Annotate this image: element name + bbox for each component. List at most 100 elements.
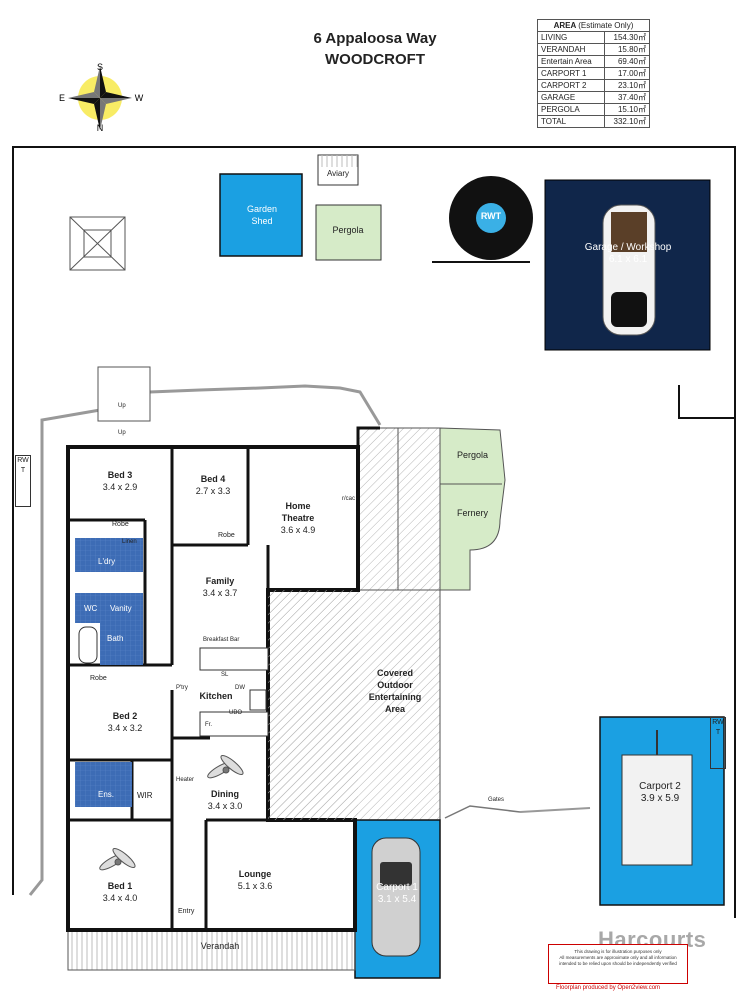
ceiling-fan-icon [207, 754, 244, 779]
verandah [67, 929, 356, 971]
compass-w: W [135, 93, 144, 103]
ubo-label: UBO [229, 710, 243, 716]
area-value: 332.10㎡ [603, 115, 650, 128]
garden-pergola-label: Pergola [332, 225, 364, 235]
garden-fence [28, 384, 382, 896]
property-boundary [12, 146, 736, 918]
dining-label: Dining 3.4 x 3.0 [190, 788, 260, 812]
disclaimer-box: This drawing is for illustration purpose… [548, 944, 688, 984]
family-size: 3.4 x 3.7 [202, 588, 238, 598]
carport1-size: 3.1 x 5.4 [377, 894, 417, 905]
robe-label-1: Robe [112, 521, 129, 528]
rwt-left: RWT [15, 455, 31, 507]
house-pergola-label: Pergola [456, 450, 489, 460]
house-pergola [439, 427, 506, 591]
carport1-name: Carport 1 [376, 882, 418, 893]
dining-name: Dining [211, 789, 239, 799]
bath-floor [100, 623, 143, 665]
linen-label: Linen [122, 539, 137, 545]
theatre-name: Home [285, 501, 311, 511]
bed1-size: 3.4 x 4.0 [102, 893, 138, 903]
boat-icon [602, 204, 656, 336]
property-address: 6 Appaloosa Way [313, 30, 437, 47]
bed4-size: 2.7 x 3.3 [195, 486, 231, 496]
rcac-label: r/cac [342, 496, 356, 502]
rainwater-tank-cap [476, 203, 506, 233]
family-label: Family 3.4 x 3.7 [180, 575, 260, 599]
bed2-name: Bed 2 [112, 711, 138, 721]
garage-name: Garage / Workshop [584, 242, 672, 253]
heater-label: Heater [176, 777, 195, 783]
disclaimer-line3: intended to be relied upon should be ind… [559, 961, 677, 966]
pantry-label: P'try [176, 685, 188, 691]
shed-name: Garden [246, 204, 278, 214]
area-title: AREA [553, 21, 576, 30]
compass-rose-icon [68, 66, 132, 130]
wc-vanity-floor [75, 593, 143, 623]
outdoor-line2: Outdoor [377, 680, 413, 690]
theatre-name2: Theatre [281, 513, 315, 523]
sink-icon [249, 689, 267, 711]
aviary-label: Aviary [326, 169, 350, 178]
garage-size: 6.1 x 6.1 [608, 254, 648, 265]
bed2-size: 3.4 x 3.2 [107, 723, 143, 733]
credit-text: Floorplan produced by Open2view.com [556, 985, 661, 991]
area-subtitle: (Estimate Only) [578, 21, 634, 30]
side-fence [519, 807, 591, 813]
robe-label-2: Robe [218, 532, 235, 539]
gates-label: Gates [488, 797, 505, 803]
gazebo-icon [69, 216, 126, 271]
family-name: Family [205, 576, 235, 586]
aviary-mesh [318, 155, 358, 167]
gates-line [444, 805, 521, 819]
compass-s: S [97, 62, 103, 72]
walkway-edge [356, 426, 380, 447]
laundry-floor [75, 538, 143, 572]
fernery-label: Fernery [456, 508, 488, 518]
outdoor-line4: Area [384, 704, 405, 714]
disclaimer-line1: This drawing is for illustration purpose… [574, 949, 662, 954]
walkway-2 [397, 427, 441, 591]
kitchen-label: Kitchen [199, 691, 233, 701]
bed4-name: Bed 4 [200, 474, 226, 484]
sl-label: SL [221, 672, 229, 678]
laundry-label: L'dry [98, 557, 116, 566]
lounge-name: Lounge [238, 869, 272, 879]
theatre-size: 3.6 x 4.9 [280, 525, 316, 535]
dw-label: DW [235, 685, 245, 691]
bed3-name: Bed 3 [107, 470, 133, 480]
carport2-name: Carport 2 [639, 781, 681, 792]
up-label-2: Up [118, 430, 126, 436]
garden-pergola [315, 204, 382, 261]
wc-label: WC [84, 604, 98, 613]
outdoor-line1: Covered [376, 668, 413, 678]
bath-label: Bath [107, 634, 124, 643]
bathtub-icon [78, 626, 98, 664]
disclaimer-line2: All measurements are approximate only an… [559, 955, 677, 960]
breakfast-bar [199, 647, 269, 671]
interior-walls [68, 447, 270, 930]
boundary-inner-wall [678, 385, 735, 419]
bed3-size: 3.4 x 2.9 [102, 482, 138, 492]
up-label-1: Up [118, 403, 126, 409]
bed2-label: Bed 2 3.4 x 3.2 [85, 710, 165, 734]
ceiling-fan-icon [99, 847, 136, 871]
dining-size: 3.4 x 3.0 [207, 801, 243, 811]
carport2-size: 3.9 x 5.9 [640, 793, 680, 804]
entry-label: Entry [178, 908, 195, 915]
robe-label-3: Robe [90, 675, 107, 682]
ensuite-floor [75, 762, 132, 807]
bed4-label: Bed 4 2.7 x 3.3 [178, 473, 248, 497]
